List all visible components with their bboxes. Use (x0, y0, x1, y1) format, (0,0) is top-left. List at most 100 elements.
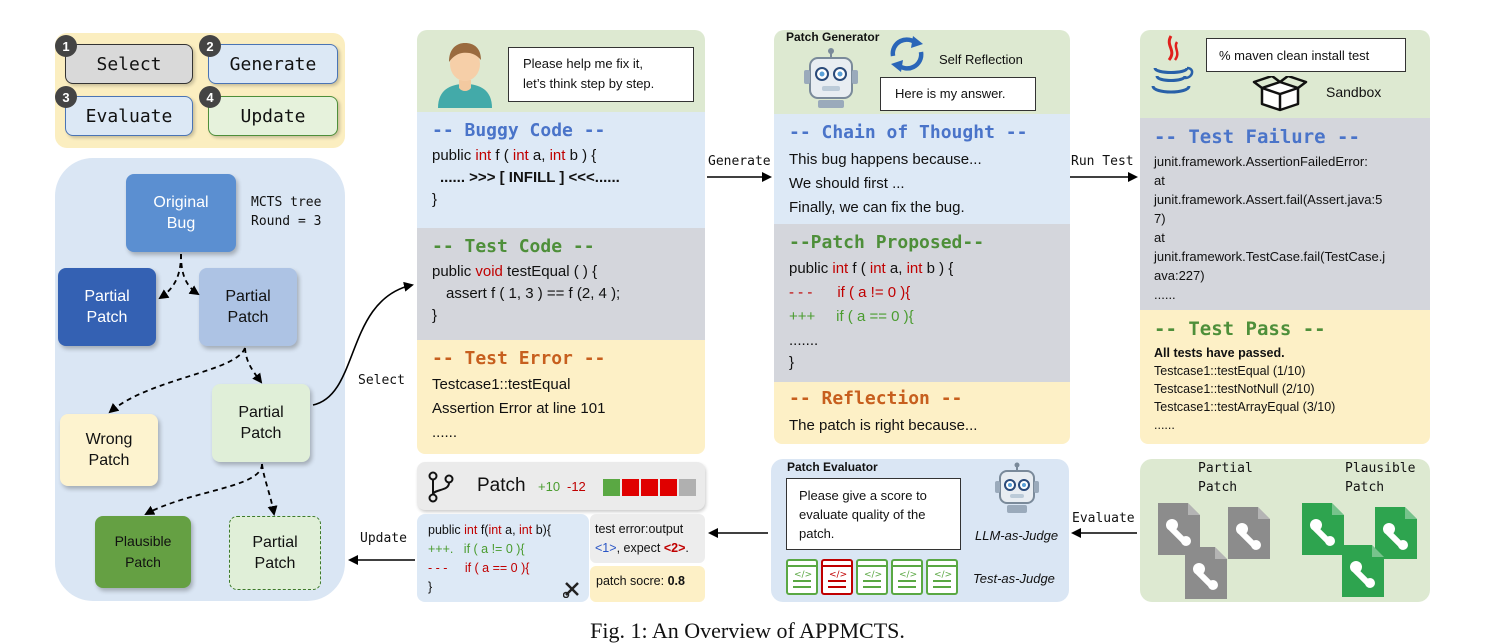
plausible-patch-category-line1: Plausible (1345, 461, 1416, 476)
buggy-code-line2: ...... >>> [ INFILL ] <<<...... (440, 169, 620, 186)
phase-generate-button[interactable]: Generate (208, 44, 338, 84)
node-original-bug[interactable]: Original Bug (126, 174, 236, 252)
node-partial-patch-a[interactable]: Partial Patch (58, 268, 156, 346)
user-avatar-icon (434, 38, 496, 108)
test-pass-title: -- Test Pass -- (1154, 318, 1326, 340)
phase-generate-label: Generate (229, 53, 317, 75)
node-partial-patch-c-line2: Patch (240, 425, 282, 442)
test-as-judge-label: Test-as-Judge (973, 571, 1055, 586)
chain-of-thought-panel: -- Chain of Thought -- This bug happens … (774, 114, 1070, 224)
test-pass-line: ...... (1154, 418, 1175, 432)
buggy-code-title: -- Buggy Code -- (432, 120, 606, 141)
partial-patch-category: Partial Patch (1198, 459, 1253, 497)
maven-command-box: % maven clean install test (1206, 38, 1406, 72)
plausible-patch-category: Plausible Patch (1345, 459, 1415, 497)
test-code-line2: assert f ( 1, 3 ) == f (2, 4 ); (446, 285, 621, 302)
test-failure-line: ava:227) (1154, 268, 1205, 283)
node-partial-patch-a-line1: Partial (84, 288, 130, 305)
arrow-select-label: Select (358, 373, 405, 388)
test-pass-line: Testcase1::testEqual (1/10) (1154, 364, 1306, 378)
chain-of-thought-line3: Finally, we can fix the bug. (789, 199, 965, 216)
self-reflection-label: Self Reflection (939, 52, 1023, 67)
test-pass-lines: Testcase1::testEqual (1/10) Testcase1::t… (1154, 362, 1430, 434)
mcts-tree-caption-line1: MCTS tree (251, 195, 322, 210)
patch-card-line2: +++. if ( a != 0 ){ (428, 542, 525, 556)
node-partial-patch-b-line1: Partial (225, 288, 271, 305)
node-partial-patch-b[interactable]: Partial Patch (199, 268, 297, 346)
node-partial-patch-d-line2: Patch (254, 555, 296, 572)
test-code-line3: } (432, 307, 438, 324)
node-partial-patch-d[interactable]: Partial Patch (229, 516, 321, 590)
test-file-icons: </> </> </> </> </> (785, 557, 965, 602)
diffstat-block (603, 479, 620, 496)
node-partial-patch-b-line2: Patch (227, 309, 269, 326)
patch-summary-bar[interactable]: Patch +10 -12 (417, 462, 705, 510)
node-partial-patch-c[interactable]: Partial Patch (212, 384, 310, 462)
test-error-panel: -- Test Error -- Testcase1::testEqual As… (417, 340, 705, 454)
partial-patch-category-line1: Partial (1198, 461, 1253, 476)
patch-card-line3: - - - if ( a == 0 ){ (428, 561, 530, 575)
chain-of-thought-title: -- Chain of Thought -- (789, 122, 1028, 143)
buggy-code-panel: -- Buggy Code -- public int f ( int a, i… (417, 112, 705, 228)
patch-error-card: test error:output <1>, expect <2>. (590, 514, 705, 563)
node-plausible-patch-line2: Patch (125, 554, 161, 570)
test-failure-panel: -- Test Failure -- junit.framework.Asser… (1140, 118, 1430, 310)
mcts-tree-caption-line2: Round = 3 (251, 214, 322, 229)
node-plausible-patch-line1: Plausible (114, 533, 172, 549)
plausible-file-icon (1302, 503, 1344, 555)
node-plausible-patch[interactable]: Plausible Patch (95, 516, 191, 588)
svg-text:</>: </> (934, 570, 952, 580)
test-failure-lines: junit.framework.AssertionFailedError: at… (1154, 152, 1430, 304)
judge-robot-icon (992, 462, 1042, 523)
test-code-panel: -- Test Code -- public void testEqual ( … (417, 228, 705, 340)
patch-proposed-line2: - - - if ( a != 0 ){ (789, 284, 911, 301)
git-branch-icon (427, 471, 455, 508)
test-pass-line: Testcase1::testNotNull (2/10) (1154, 382, 1315, 396)
phase-select-button[interactable]: Select (65, 44, 193, 84)
patch-proposed-line1: public int f ( int a, int b ) { (789, 260, 954, 277)
phase-update-label: Update (240, 105, 306, 127)
patch-additions: +10 (538, 479, 561, 494)
arrow-evaluate-label: Evaluate (1072, 511, 1135, 526)
svg-text:</>: </> (794, 570, 812, 580)
patch-file-icons (1150, 495, 1430, 608)
test-error-line2: Assertion Error at line 101 (432, 400, 606, 417)
patch-error-line1: test error:output (595, 522, 684, 536)
node-wrong-patch[interactable]: Wrong Patch (60, 414, 158, 486)
sandbox-label: Sandbox (1326, 84, 1382, 100)
phase-evaluate-label: Evaluate (85, 105, 173, 127)
test-pass-line: Testcase1::testArrayEqual (3/10) (1154, 400, 1336, 414)
java-icon (1147, 32, 1195, 107)
evaluator-prompt-line2: evaluate quality of the (799, 507, 926, 522)
test-pass-panel: -- Test Pass -- All tests have passed. T… (1140, 310, 1430, 444)
phase-evaluate-number: 3 (55, 86, 77, 108)
patch-card-line1: public int f(int a, int b){ (428, 523, 551, 537)
diffstat-block (679, 479, 696, 496)
svg-text:</>: </> (864, 570, 882, 580)
phase-evaluate-button[interactable]: Evaluate (65, 96, 193, 136)
robot-icon (800, 48, 862, 115)
phase-update-button[interactable]: Update (208, 96, 338, 136)
phase-select-label: Select (96, 53, 162, 75)
generator-speech-bubble: Here is my answer. (880, 77, 1036, 111)
test-error-title: -- Test Error -- (432, 348, 606, 369)
arrow-update-label: Update (360, 531, 407, 546)
node-original-bug-line1: Original (153, 194, 209, 211)
phase-update-number: 4 (199, 86, 221, 108)
evaluator-prompt-line1: Please give a score to (799, 488, 927, 503)
reflection-title: -- Reflection -- (789, 388, 963, 409)
svg-text:</>: </> (829, 570, 847, 580)
diffstat-block (622, 479, 639, 496)
arrow-run-test-label: Run Test (1071, 154, 1134, 169)
test-failure-line: junit.framework.Assert.fail(Assert.java:… (1154, 192, 1383, 207)
test-failure-line: junit.framework.TestCase.fail(TestCase.j (1154, 249, 1386, 264)
node-original-bug-line2: Bug (166, 215, 196, 232)
tools-icon (562, 580, 581, 604)
plausible-file-icon (1342, 545, 1384, 597)
patch-deletions: -12 (567, 479, 586, 494)
buggy-code-line1: public int f ( int a, int b ) { (432, 147, 597, 164)
test-failure-line: at (1154, 173, 1165, 188)
partial-file-icon (1185, 547, 1227, 599)
plausible-patch-category-line2: Patch (1345, 480, 1385, 495)
sandbox-box-icon (1252, 74, 1308, 117)
